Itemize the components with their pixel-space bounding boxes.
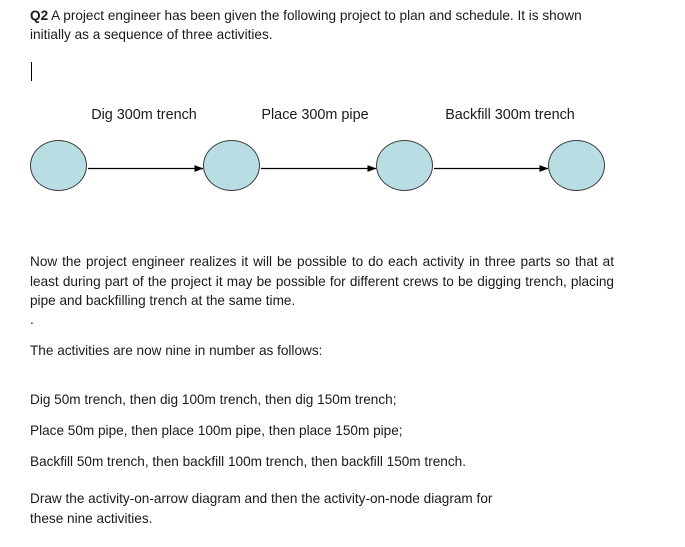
- paragraph-nine: The activities are now nine in number as…: [30, 343, 323, 358]
- activity-list-line-2: Place 50m pipe, then place 100m pipe, th…: [30, 423, 403, 438]
- diagram-node-1: [30, 140, 87, 191]
- activity-list-line-3: Backfill 50m trench, then backfill 100m …: [30, 454, 466, 469]
- arrow-label-place: Place 300m pipe: [261, 107, 369, 123]
- activity-sequence-diagram: Dig 300m trench Place 300m pipe Backfill…: [0, 100, 685, 200]
- diagram-arrows: [88, 165, 549, 172]
- text-cursor-caret: [31, 62, 32, 81]
- diagram-node-3: [376, 140, 433, 191]
- paragraph-draw-last-line: these nine activities.: [30, 510, 153, 526]
- question-number-label: Q2: [30, 8, 49, 23]
- arrow-label-dig: Dig 300m trench: [91, 107, 197, 123]
- diagram-node-2: [203, 140, 260, 191]
- paragraph-realize: Now the project engineer realizes it wil…: [30, 254, 614, 308]
- diagram-node-4: [548, 140, 605, 191]
- stray-period-line: .: [30, 312, 34, 327]
- question-intro-text: A project engineer has been given the fo…: [30, 8, 582, 42]
- question-intro-paragraph: Q2 A project engineer has been given the…: [30, 6, 615, 44]
- arrow-label-backfill: Backfill 300m trench: [445, 107, 575, 123]
- activity-list-line-1: Dig 50m trench, then dig 100m trench, th…: [30, 392, 397, 407]
- paragraph-draw-first-line: Draw the activity-on-arrow diagram and t…: [30, 491, 493, 506]
- paragraph-draw: Draw the activity-on-arrow diagram and t…: [30, 489, 614, 528]
